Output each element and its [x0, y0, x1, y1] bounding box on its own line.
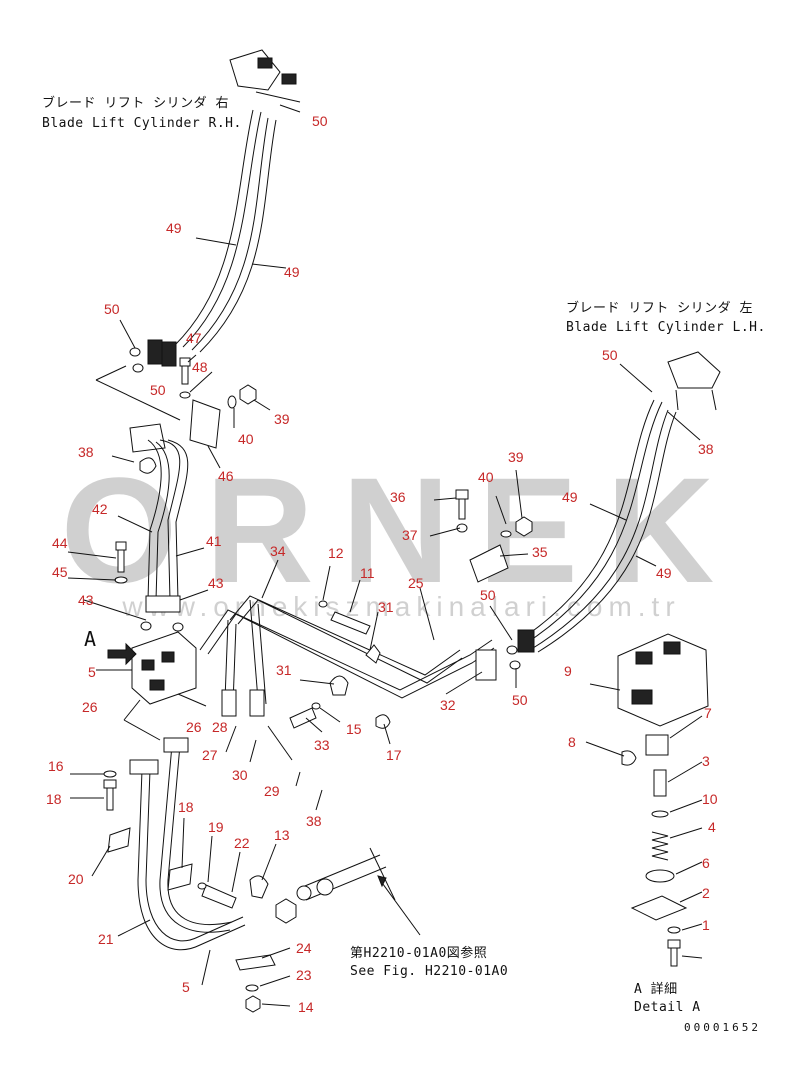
callout-11: 11	[360, 565, 375, 581]
callout-19: 19	[208, 819, 224, 835]
caption-see-en: See Fig. H2210-01A0	[350, 964, 509, 979]
callout-50: 50	[480, 587, 496, 603]
bolt-16	[103, 779, 117, 811]
hose-other-figure	[296, 847, 421, 936]
callout-41: 41	[206, 533, 222, 549]
callout-44: 44	[52, 535, 68, 551]
hose-49-rh	[174, 109, 277, 353]
caption-lh-jp: ブレード リフト シリンダ 左	[566, 301, 753, 316]
callout-26: 26	[186, 719, 202, 735]
callout-6: 6	[702, 855, 710, 871]
hose-ends-upper-left	[129, 339, 177, 373]
caption-lh-en: Blade Lift Cylinder L.H.	[566, 320, 766, 335]
callout-22: 22	[234, 835, 250, 851]
detail-a-valve	[617, 633, 709, 967]
bolt-44	[114, 541, 128, 584]
rh-cylinder-fitting	[229, 49, 301, 103]
callout-49: 49	[562, 489, 578, 505]
bolt-36	[455, 489, 469, 520]
callout-1: 1	[702, 917, 710, 933]
callout-39: 39	[274, 411, 290, 427]
callout-30: 30	[232, 767, 248, 783]
callout-17: 17	[386, 747, 402, 763]
callout-18: 18	[178, 799, 194, 815]
callout-8: 8	[568, 734, 576, 750]
callout-49: 49	[284, 264, 300, 280]
callout-37: 37	[402, 527, 418, 543]
callout-21: 21	[98, 931, 114, 947]
caption-see-jp: 第H2210-01A0図参照	[350, 946, 488, 961]
callout-12: 12	[328, 545, 344, 561]
callout-24: 24	[296, 940, 312, 956]
callout-3: 3	[702, 753, 710, 769]
watermark-url: www.ornekiszmakinalari.com.tr	[122, 591, 681, 622]
callout-31: 31	[378, 599, 394, 615]
callout-45: 45	[52, 564, 68, 580]
callout-29: 29	[264, 783, 280, 799]
callout-50: 50	[312, 113, 328, 129]
bracket-35	[469, 544, 509, 583]
callout-50: 50	[150, 382, 166, 398]
callout-43: 43	[78, 592, 94, 608]
callout-48: 48	[192, 359, 208, 375]
callout-9: 9	[564, 663, 572, 679]
callout-26: 26	[82, 699, 98, 715]
callout-39: 39	[508, 449, 524, 465]
bolt-47	[179, 357, 191, 385]
callout-35: 35	[532, 544, 548, 560]
callout-38: 38	[698, 441, 714, 457]
caption-detail-en: Detail A	[634, 1000, 701, 1015]
callout-14: 14	[298, 999, 314, 1015]
callout-38: 38	[78, 444, 94, 460]
callout-34: 34	[270, 543, 286, 559]
caption-rh-en: Blade Lift Cylinder R.H.	[42, 116, 242, 131]
valve-5-left	[107, 631, 197, 705]
callout-38: 38	[306, 813, 322, 829]
callout-42: 42	[92, 501, 108, 517]
callout-2: 2	[702, 885, 710, 901]
callout-46: 46	[218, 468, 234, 484]
callout-50: 50	[104, 301, 120, 317]
callout-50: 50	[602, 347, 618, 363]
view-letter-a: A	[84, 627, 97, 651]
callout-31: 31	[276, 662, 292, 678]
callout-18: 18	[46, 791, 62, 807]
callout-5: 5	[182, 979, 190, 995]
callout-40: 40	[478, 469, 494, 485]
caption-detail-jp: A 詳細	[634, 982, 678, 997]
callout-49: 49	[166, 220, 182, 236]
drawing-number: 00001652	[684, 1021, 761, 1034]
callout-33: 33	[314, 737, 330, 753]
callout-43: 43	[208, 575, 224, 591]
lh-cylinder-fitting	[667, 351, 721, 411]
callout-4: 4	[708, 819, 716, 835]
callout-32: 32	[440, 697, 456, 713]
callout-10: 10	[702, 791, 718, 807]
callout-40: 40	[238, 431, 254, 447]
caption-rh-jp: ブレード リフト シリンダ 右	[42, 96, 229, 111]
callout-15: 15	[346, 721, 362, 737]
callout-7: 7	[704, 705, 712, 721]
callout-16: 16	[48, 758, 64, 774]
callout-25: 25	[408, 575, 424, 591]
hose-49-lh	[519, 399, 677, 653]
callout-23: 23	[296, 967, 312, 983]
callout-50: 50	[512, 692, 528, 708]
callout-20: 20	[68, 871, 84, 887]
bracket-46	[189, 399, 221, 449]
fitting-38-right	[475, 649, 497, 681]
clamp-38-left	[129, 423, 166, 474]
leader-lines	[67, 104, 703, 1007]
callout-36: 36	[390, 489, 406, 505]
callout-47: 47	[186, 330, 202, 346]
callout-13: 13	[274, 827, 290, 843]
callout-5: 5	[88, 664, 96, 680]
callout-28: 28	[212, 719, 228, 735]
callout-27: 27	[202, 747, 218, 763]
callout-49: 49	[656, 565, 672, 581]
